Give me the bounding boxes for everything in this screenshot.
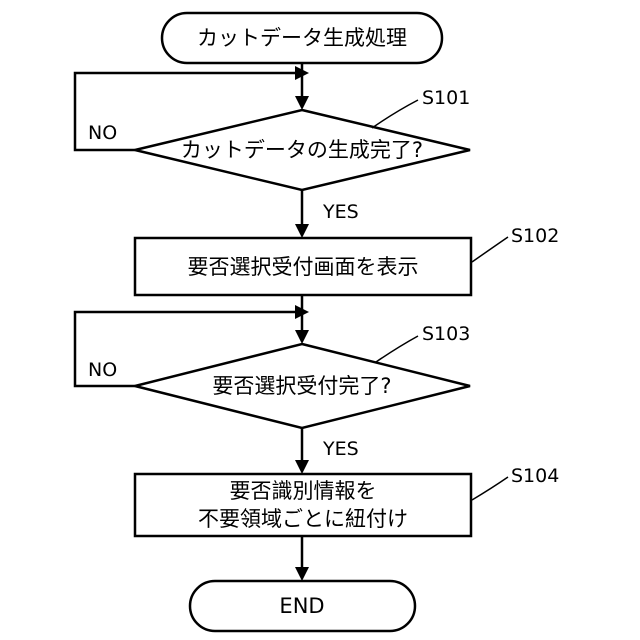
process-s104-label-line-2: 不要領域ごとに紐付け <box>198 507 408 531</box>
arrowhead <box>295 567 309 581</box>
decision-s101-label: カットデータの生成完了? <box>181 138 423 162</box>
connector-s102-to-s103 <box>295 295 309 344</box>
process-s104-label-line-1: 要否識別情報を <box>230 479 377 503</box>
arrowhead <box>295 330 309 344</box>
start-terminal: カットデータ生成処理 <box>162 13 442 63</box>
s103-yes-label: YES <box>322 438 359 460</box>
step-id-leader <box>472 477 508 500</box>
end-terminal-label: END <box>279 594 324 618</box>
process-s102-label: 要否選択受付画面を表示 <box>188 255 419 279</box>
s103-no-label: NO <box>88 359 117 381</box>
arrowhead <box>295 224 309 238</box>
process-s104: 要否識別情報を 不要領域ごとに紐付け S104 <box>135 465 559 536</box>
decision-s103-label: 要否選択受付完了? <box>212 374 391 398</box>
s101-yes-label: YES <box>322 201 359 223</box>
arrowhead <box>295 96 309 110</box>
step-id-s104: S104 <box>511 465 559 487</box>
connector-s101-to-s102: YES <box>295 190 359 238</box>
connector-s104-to-end <box>295 536 309 581</box>
process-s102: 要否選択受付画面を表示 S102 <box>135 225 559 295</box>
step-id-leader <box>372 100 418 128</box>
step-id-s101: S101 <box>422 87 470 109</box>
arrowhead <box>295 460 309 474</box>
step-id-leader <box>472 237 508 262</box>
s101-no-label: NO <box>88 122 117 144</box>
connector-s103-to-s104: YES <box>295 428 359 474</box>
step-id-s102: S102 <box>511 225 559 247</box>
end-terminal: END <box>190 581 415 631</box>
step-id-s103: S103 <box>422 323 470 345</box>
start-terminal-label: カットデータ生成処理 <box>197 26 407 50</box>
step-id-leader <box>376 336 418 362</box>
